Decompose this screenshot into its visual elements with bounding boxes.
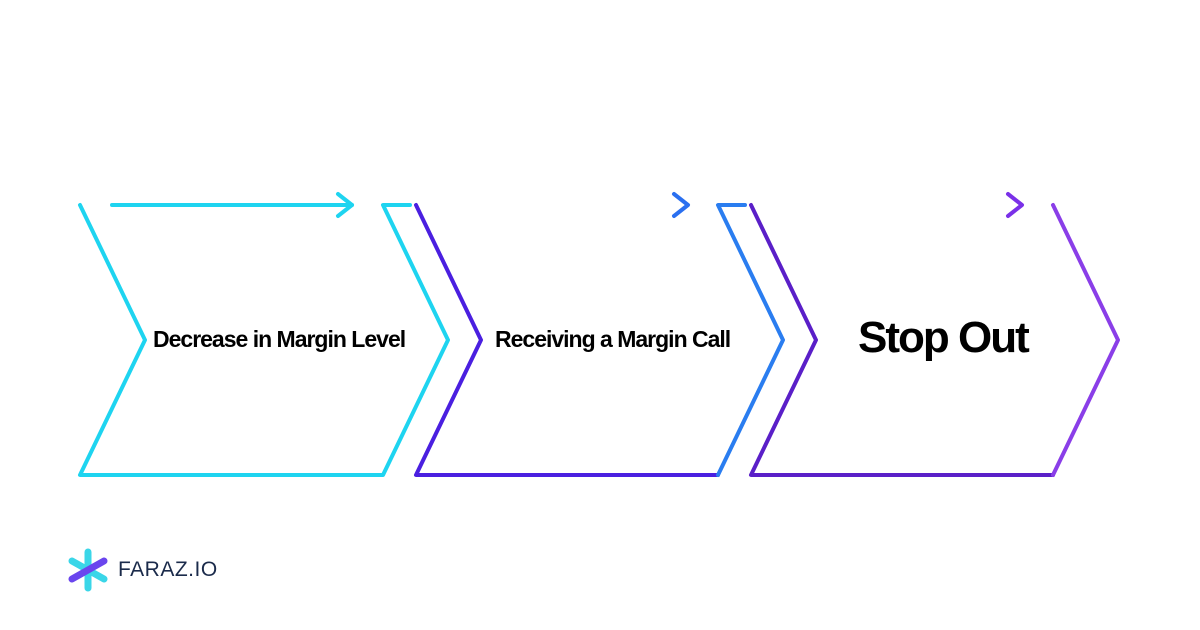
step-1-chevron bbox=[78, 192, 450, 477]
step-2-label: Receiving a Margin Call bbox=[495, 326, 731, 352]
step-2-arrowhead bbox=[672, 192, 690, 218]
step-1-arrowhead bbox=[336, 192, 354, 218]
step-2-chevron bbox=[414, 192, 785, 477]
step-1-outline bbox=[78, 203, 450, 477]
step-3-outline-left bbox=[749, 203, 1055, 477]
step-2-outline-right bbox=[716, 203, 785, 477]
brand-logo: FARAZ.IO bbox=[66, 548, 218, 592]
step-2-outline-left bbox=[414, 203, 720, 477]
step-3-outline-right bbox=[1051, 203, 1120, 477]
step-3-label: Stop Out bbox=[858, 313, 1030, 362]
step-3-chevron bbox=[749, 192, 1120, 477]
asterisk-logo-icon bbox=[68, 548, 108, 592]
brand-name: FARAZ.IO bbox=[118, 558, 218, 581]
step-3-arrowhead bbox=[1006, 192, 1024, 218]
step-1-label: Decrease in Margin Level bbox=[153, 326, 406, 352]
